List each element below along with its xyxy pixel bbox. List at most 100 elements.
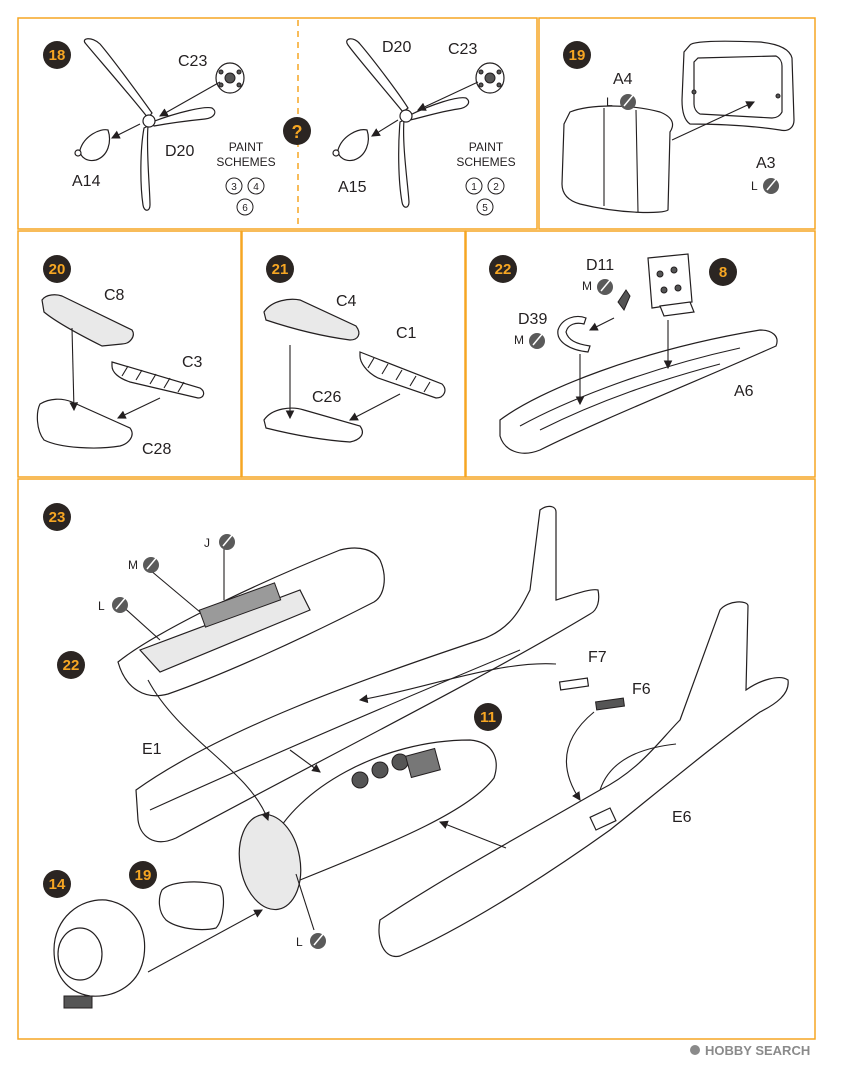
hobby-search-logo-icon: HOBBY SEARCH [690,1043,810,1058]
paint-code-l1: L [98,599,105,613]
svg-text:11: 11 [480,709,496,726]
svg-text:19: 19 [135,867,152,884]
paint-code-l2: L [296,935,303,949]
label-d39: D39 [518,311,547,328]
paint-code-m: M [128,558,138,572]
ref-badge-11: 11 [474,703,502,731]
part-d39 [557,315,591,353]
seat-19 [158,881,225,931]
svg-text:5: 5 [482,203,488,214]
step-badge-icon: 19 [563,41,591,69]
label-a15: A15 [338,179,367,196]
part-f6 [595,697,625,711]
step-21: 21 C4 C1 C26 [263,255,446,443]
label-a3: A3 [756,155,776,172]
paint-code-d11: M [582,279,592,293]
watermark-text: HOBBY SEARCH [705,1043,810,1058]
part-d11 [617,289,631,311]
label-c1: C1 [396,325,417,342]
ref-badge-22: 22 [57,651,85,679]
part-c28 [36,398,133,449]
paint-schemes-title-1-alt: PAINT [469,140,504,154]
scheme-circles-alt: 1 2 5 [465,177,505,216]
paint-code-a3: L [751,179,758,193]
part-a6 [499,329,778,454]
step-badge-icon: 18 [43,41,71,69]
part-c1 [359,351,446,399]
cushion-a4 [561,105,674,214]
step-18-left: 18 C23 D20 A14 PAINT SCHEMES 3 [43,38,276,216]
svg-text:14: 14 [49,876,66,893]
svg-text:2: 2 [493,182,499,193]
part-c26 [263,407,363,443]
svg-text:22: 22 [495,261,512,278]
step-number: 18 [49,47,66,64]
paint-schemes-title-1: PAINT [229,140,264,154]
svg-text:20: 20 [49,261,66,278]
paint-swatch-icon [112,596,128,613]
label-a14: A14 [72,173,101,190]
label-c23-alt: C23 [448,41,477,58]
ref-badge-8: 8 [709,258,737,286]
paint-schemes-title-2: SCHEMES [216,155,275,169]
svg-text:19: 19 [569,47,586,64]
paint-code-d39: M [514,333,524,347]
label-d11: D11 [586,257,614,274]
svg-text:1: 1 [471,182,477,193]
paint-code-a4: L [606,95,613,109]
ref-badge-14: 14 [43,870,71,898]
cockpit-assembly [117,547,385,697]
svg-text:?: ? [292,122,303,142]
scheme-circles: 3 4 6 [225,177,265,216]
ref-badge-19: 19 [129,861,157,889]
panel-frames [17,17,816,1040]
part-c3 [111,361,205,399]
paint-swatch-icon [763,177,779,194]
spinner-cap-c23-alt [475,62,505,94]
part-f7 [558,677,590,691]
paint-swatch-icon [219,533,235,550]
step-19: 19 A4 L A3 L [561,40,795,214]
svg-text:4: 4 [253,182,259,193]
step-22: 22 8 D11 M D39 M A6 [489,253,778,454]
svg-text:6: 6 [242,203,248,214]
paint-swatch-icon [143,556,159,573]
label-a6: A6 [734,383,754,400]
part-c8 [41,294,134,347]
label-c28: C28 [142,441,171,458]
label-d20-alt: D20 [382,39,411,56]
paint-swatch-icon [597,278,613,295]
spinner-cap-c23 [215,62,245,94]
label-a4: A4 [613,71,633,88]
propeller-d20 [83,38,216,211]
cowling-14 [53,899,146,1009]
step-badge-icon: 21 [266,255,294,283]
step-18-right: C23 D20 A15 PAINT SCHEMES 1 2 5 [332,38,516,216]
label-e1: E1 [142,741,162,758]
spinner-a15 [332,129,369,162]
svg-text:23: 23 [49,509,66,526]
rib-lines [367,357,431,393]
step-20: 20 C8 C3 C28 [36,255,205,458]
rib-lines [121,365,185,393]
fuselage-e1 [135,505,600,843]
svg-text:21: 21 [272,261,289,278]
paint-swatch-icon [529,332,545,349]
svg-text:8: 8 [719,264,727,281]
paint-swatch-icon [310,932,326,949]
instrument-panel-sub [647,253,695,317]
svg-text:22: 22 [63,657,80,674]
frame-a3 [681,40,795,132]
question-badge-icon: ? [283,117,311,145]
paint-code-j: J [204,536,210,550]
paint-schemes-title-2-alt: SCHEMES [456,155,515,169]
label-c23: C23 [178,53,207,70]
propeller-d20-alt [346,38,470,208]
label-c8: C8 [104,287,125,304]
spinner-a14 [74,129,111,162]
step-badge-icon: 23 [43,503,71,531]
label-d20: D20 [165,143,194,160]
step-badge-icon: 22 [489,255,517,283]
paint-swatch-icon [620,93,636,110]
